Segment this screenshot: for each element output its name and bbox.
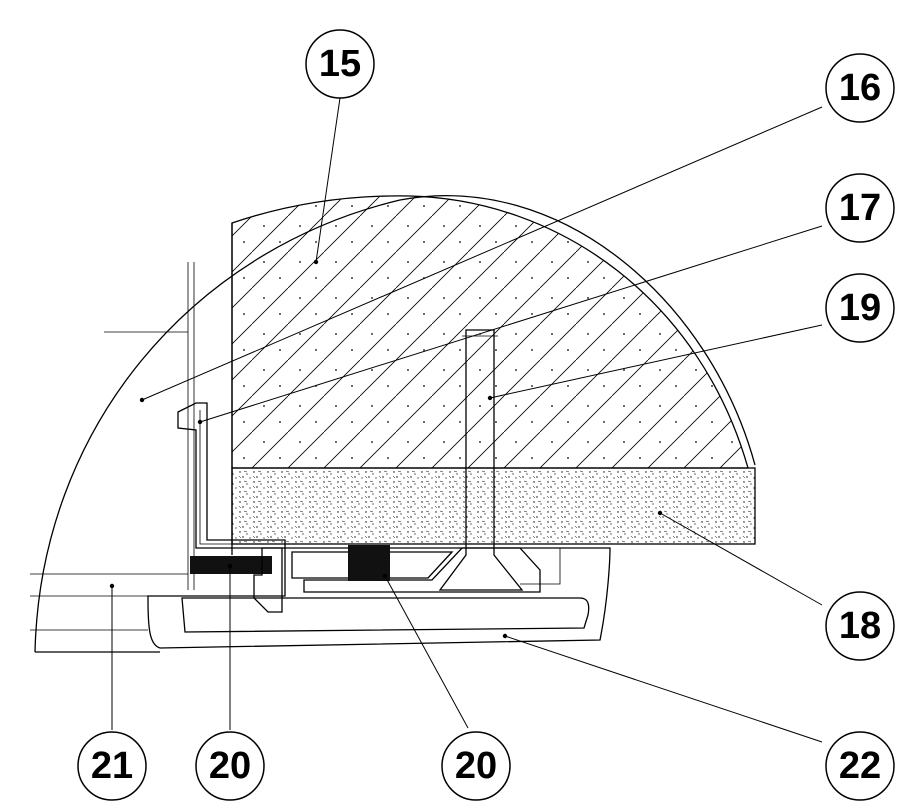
right-clip [520, 547, 561, 585]
channel-inner [181, 597, 590, 633]
leader-dot-21 [109, 583, 115, 589]
leader-dot-16 [139, 397, 145, 403]
leader-dot-19 [487, 395, 493, 401]
stone-block-region [231, 195, 749, 469]
leader-dot-22 [502, 633, 508, 639]
l-profile [177, 402, 286, 549]
leader-16 [141, 106, 823, 401]
callout-20-left: 20 [195, 731, 265, 801]
leader-18 [659, 512, 823, 606]
callout-19: 19 [825, 273, 895, 343]
callout-20-center-label: 20 [455, 745, 497, 787]
channel-top-lip [303, 547, 541, 593]
callout-17: 17 [825, 173, 895, 243]
callout-20-center: 20 [441, 731, 511, 801]
callout-21-label: 21 [91, 745, 133, 787]
leader-dot-17 [197, 419, 203, 425]
gasket-center [348, 545, 390, 581]
callout-18-label: 18 [839, 605, 881, 647]
l-profile-inner [199, 410, 282, 545]
leader-dot-20a [227, 563, 233, 569]
callout-17-label: 17 [839, 187, 881, 229]
leader-dot-15 [313, 259, 319, 265]
callout-15: 15 [305, 29, 375, 99]
callout-19-label: 19 [839, 287, 881, 329]
callout-21: 21 [77, 731, 147, 801]
callout-22-label: 22 [839, 745, 881, 787]
clip-profile [253, 547, 283, 613]
leader-dot-18 [657, 510, 663, 516]
callout-22: 22 [825, 731, 895, 801]
leader-19 [489, 324, 823, 399]
callout-20-left-label: 20 [209, 745, 251, 787]
leader-22 [504, 635, 823, 743]
callout-18: 18 [825, 591, 895, 661]
callout-15-label: 15 [319, 43, 361, 85]
leader-20b [384, 575, 469, 729]
callout-16-label: 16 [839, 67, 881, 109]
leader-dot-20b [382, 573, 388, 579]
leader-17 [199, 225, 823, 423]
leader-15 [315, 97, 341, 263]
channel-profile [147, 547, 611, 649]
screw [438, 329, 524, 591]
callout-16: 16 [825, 53, 895, 123]
channel-void [291, 551, 454, 579]
